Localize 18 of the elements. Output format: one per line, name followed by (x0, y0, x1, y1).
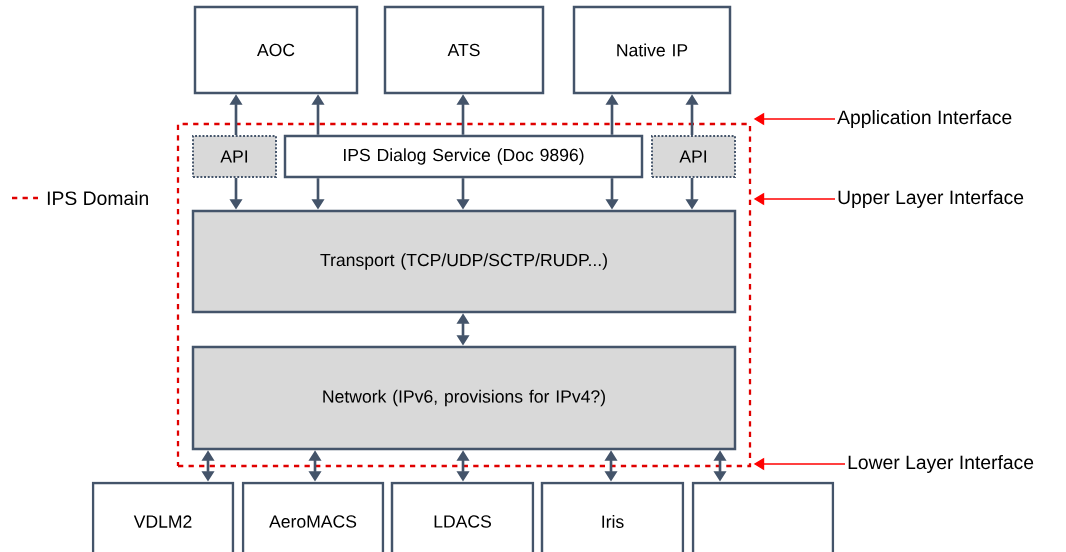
api-box: API (192, 135, 277, 178)
domain-boundary (176, 122, 752, 468)
application-box: AOC (193, 5, 359, 95)
link-box: VDLM2 (91, 481, 235, 552)
interface-label: Application Interface (837, 110, 1012, 128)
layer-box: Network (IPv6, provisions for IPv4?) (191, 345, 737, 451)
interface-label: Upper Layer Interface (838, 190, 1024, 208)
link-box: AeroMACS (241, 481, 385, 552)
application-box: ATS (383, 5, 545, 95)
link-box: LDACS (390, 481, 535, 552)
link-box: Iris (540, 481, 685, 552)
service-box: IPS Dialog Service (Doc 9896) (283, 134, 644, 179)
link-box (691, 481, 835, 552)
api-box: API (651, 135, 736, 178)
application-box: Native IP (572, 5, 732, 95)
legend-label: IPS Domain (47, 190, 148, 206)
layer-box: Transport (TCP/UDP/SCTP/RUDP...) (191, 209, 737, 314)
interface-label: Lower Layer Interface (848, 455, 1034, 473)
